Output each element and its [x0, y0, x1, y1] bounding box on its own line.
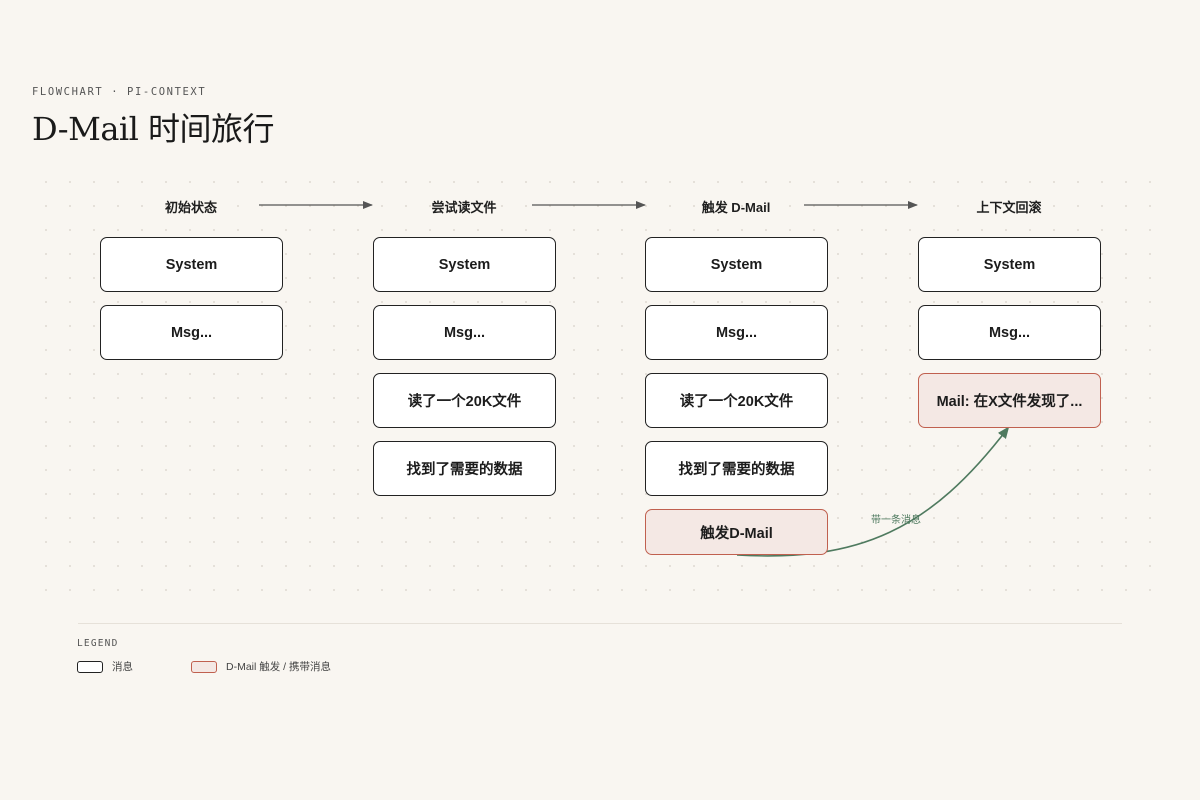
column-header-context-rollback: 上下文回滚 [976, 200, 1042, 215]
legend-label-message: 消息 [112, 661, 133, 673]
node-initial-system: System [100, 237, 283, 292]
legend-item-dmail: D-Mail 触发 / 携带消息 [191, 659, 331, 674]
node-trigger-20k-file: 读了一个20K文件 [645, 373, 828, 428]
node-rollback-mail: Mail: 在X文件发现了... [918, 373, 1101, 428]
page-title: D-Mail 时间旅行 [32, 110, 275, 148]
legend-item-message: 消息 [77, 659, 133, 674]
legend-swatch-dmail [191, 660, 217, 673]
column-header-try-read-file: 尝试读文件 [431, 200, 497, 215]
node-trigger-found-data: 找到了需要的数据 [645, 441, 828, 496]
node-read-found-data: 找到了需要的数据 [373, 441, 556, 496]
node-read-msg: Msg... [373, 305, 556, 360]
legend-label-dmail: D-Mail 触发 / 携带消息 [226, 661, 331, 673]
column-header-initial-state: 初始状态 [164, 200, 217, 215]
node-trigger-dmail: 触发D-Mail [645, 509, 828, 555]
node-rollback-system: System [918, 237, 1101, 292]
node-rollback-msg: Msg... [918, 305, 1101, 360]
column-header-trigger-dmail: 触发 D-Mail [701, 200, 771, 215]
legend-swatch-message [77, 660, 103, 673]
node-trigger-msg: Msg... [645, 305, 828, 360]
node-read-system: System [373, 237, 556, 292]
node-initial-msg: Msg... [100, 305, 283, 360]
legend-title: LEGEND [77, 638, 119, 649]
diagram-type-label: FLOWCHART · PI-CONTEXT [32, 86, 207, 98]
page-header: FLOWCHART · PI-CONTEXT D-Mail 时间旅行 [32, 86, 275, 150]
carry-message-edge-label: 带一条消息 [871, 515, 921, 526]
node-trigger-system: System [645, 237, 828, 292]
legend-divider [78, 623, 1122, 624]
node-read-20k-file: 读了一个20K文件 [373, 373, 556, 428]
